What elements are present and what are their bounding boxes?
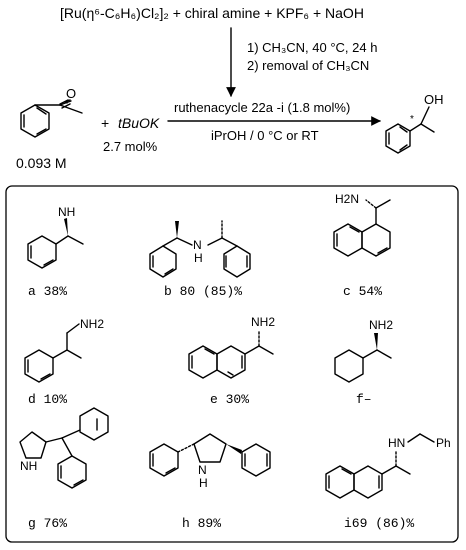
atom-label-oh: OH: [424, 92, 444, 107]
step2-condition: 2) removal of CH₃CN: [247, 58, 370, 73]
atom-hn-i: HN: [388, 436, 406, 450]
atom-h-h: H: [199, 476, 208, 490]
amine-b-nh: N: [193, 238, 202, 253]
amine-d-structure: [24, 323, 82, 383]
stereocenter-mark: *: [410, 114, 414, 125]
amine-label-d: d 10%: [28, 392, 68, 407]
amine-label-c: c 54%: [343, 284, 383, 299]
amine-label-i: i69 (86)%: [344, 516, 415, 531]
atom-ph-i: Ph: [436, 436, 451, 450]
amine-d-nh2: NH2: [80, 317, 104, 332]
atom-h-b: H: [194, 251, 203, 265]
amine-i-hn: HN: [388, 436, 405, 451]
substrate-concentration: 0.093 M: [16, 155, 67, 171]
solvent-condition: iPrOH / 0 °C or RT: [211, 128, 319, 143]
amine-c-structure: [333, 199, 391, 257]
base-reagent: tBuOK: [118, 115, 160, 131]
amine-f-nh2: NH2: [369, 318, 393, 333]
amine-h-nh: N: [198, 463, 207, 478]
atom-nh2-e: NH2: [251, 315, 276, 329]
precursor-formula: [Ru(η⁶-C₆H₆)Cl₂]₂ + chiral amine + KPF₆ …: [60, 5, 364, 21]
amine-label-e: e 30%: [210, 392, 250, 407]
atom-label-o: O: [66, 86, 77, 101]
amine-i-structure: [325, 433, 435, 499]
atom-nh2-f: NH2: [369, 318, 394, 332]
amine-b-h: H: [194, 251, 203, 266]
amine-g-nh: NH: [20, 459, 37, 474]
atom-nh-g: NH: [20, 459, 38, 473]
acetophenone-structure: [20, 99, 83, 138]
amine-e-structure: [188, 330, 274, 379]
amine-label-h: h 89%: [182, 516, 222, 531]
amine-a-structure: [27, 218, 84, 269]
results-box: [5, 185, 459, 543]
amine-label-b: b 80 (85)%: [164, 284, 243, 299]
plus-sign: +: [101, 115, 110, 131]
amine-label-a: a 38%: [28, 284, 68, 299]
amine-label-f: f–: [356, 392, 372, 407]
atom-nh2-d: NH2: [80, 317, 105, 331]
amine-label-g: g 76%: [28, 516, 68, 531]
amine-g-structure: [19, 407, 109, 489]
atom-nh-a: NH: [58, 205, 76, 219]
amine-a-nh2: NH: [58, 205, 75, 220]
atom-h2n-c: H2N: [335, 192, 360, 206]
amine-i-ph: Ph: [436, 436, 451, 451]
amine-b-structure: [149, 220, 251, 278]
amine-c-h2n: H2N: [335, 192, 359, 207]
amine-f-structure: [334, 333, 392, 383]
amine-e-nh2: NH2: [251, 315, 275, 330]
step1-condition: 1) CH₃CN, 40 °C, 24 h: [247, 40, 378, 55]
amine-h-h: H: [199, 476, 208, 491]
base-loading: 2.7 mol%: [103, 139, 158, 154]
amine-h-structure: [149, 433, 271, 477]
atom-n-h: N: [198, 463, 207, 477]
catalyst-condition: ruthenacycle 22a -i (1.8 mol%): [174, 100, 351, 115]
atom-n-b: N: [193, 238, 202, 252]
product-structure: [385, 106, 435, 154]
